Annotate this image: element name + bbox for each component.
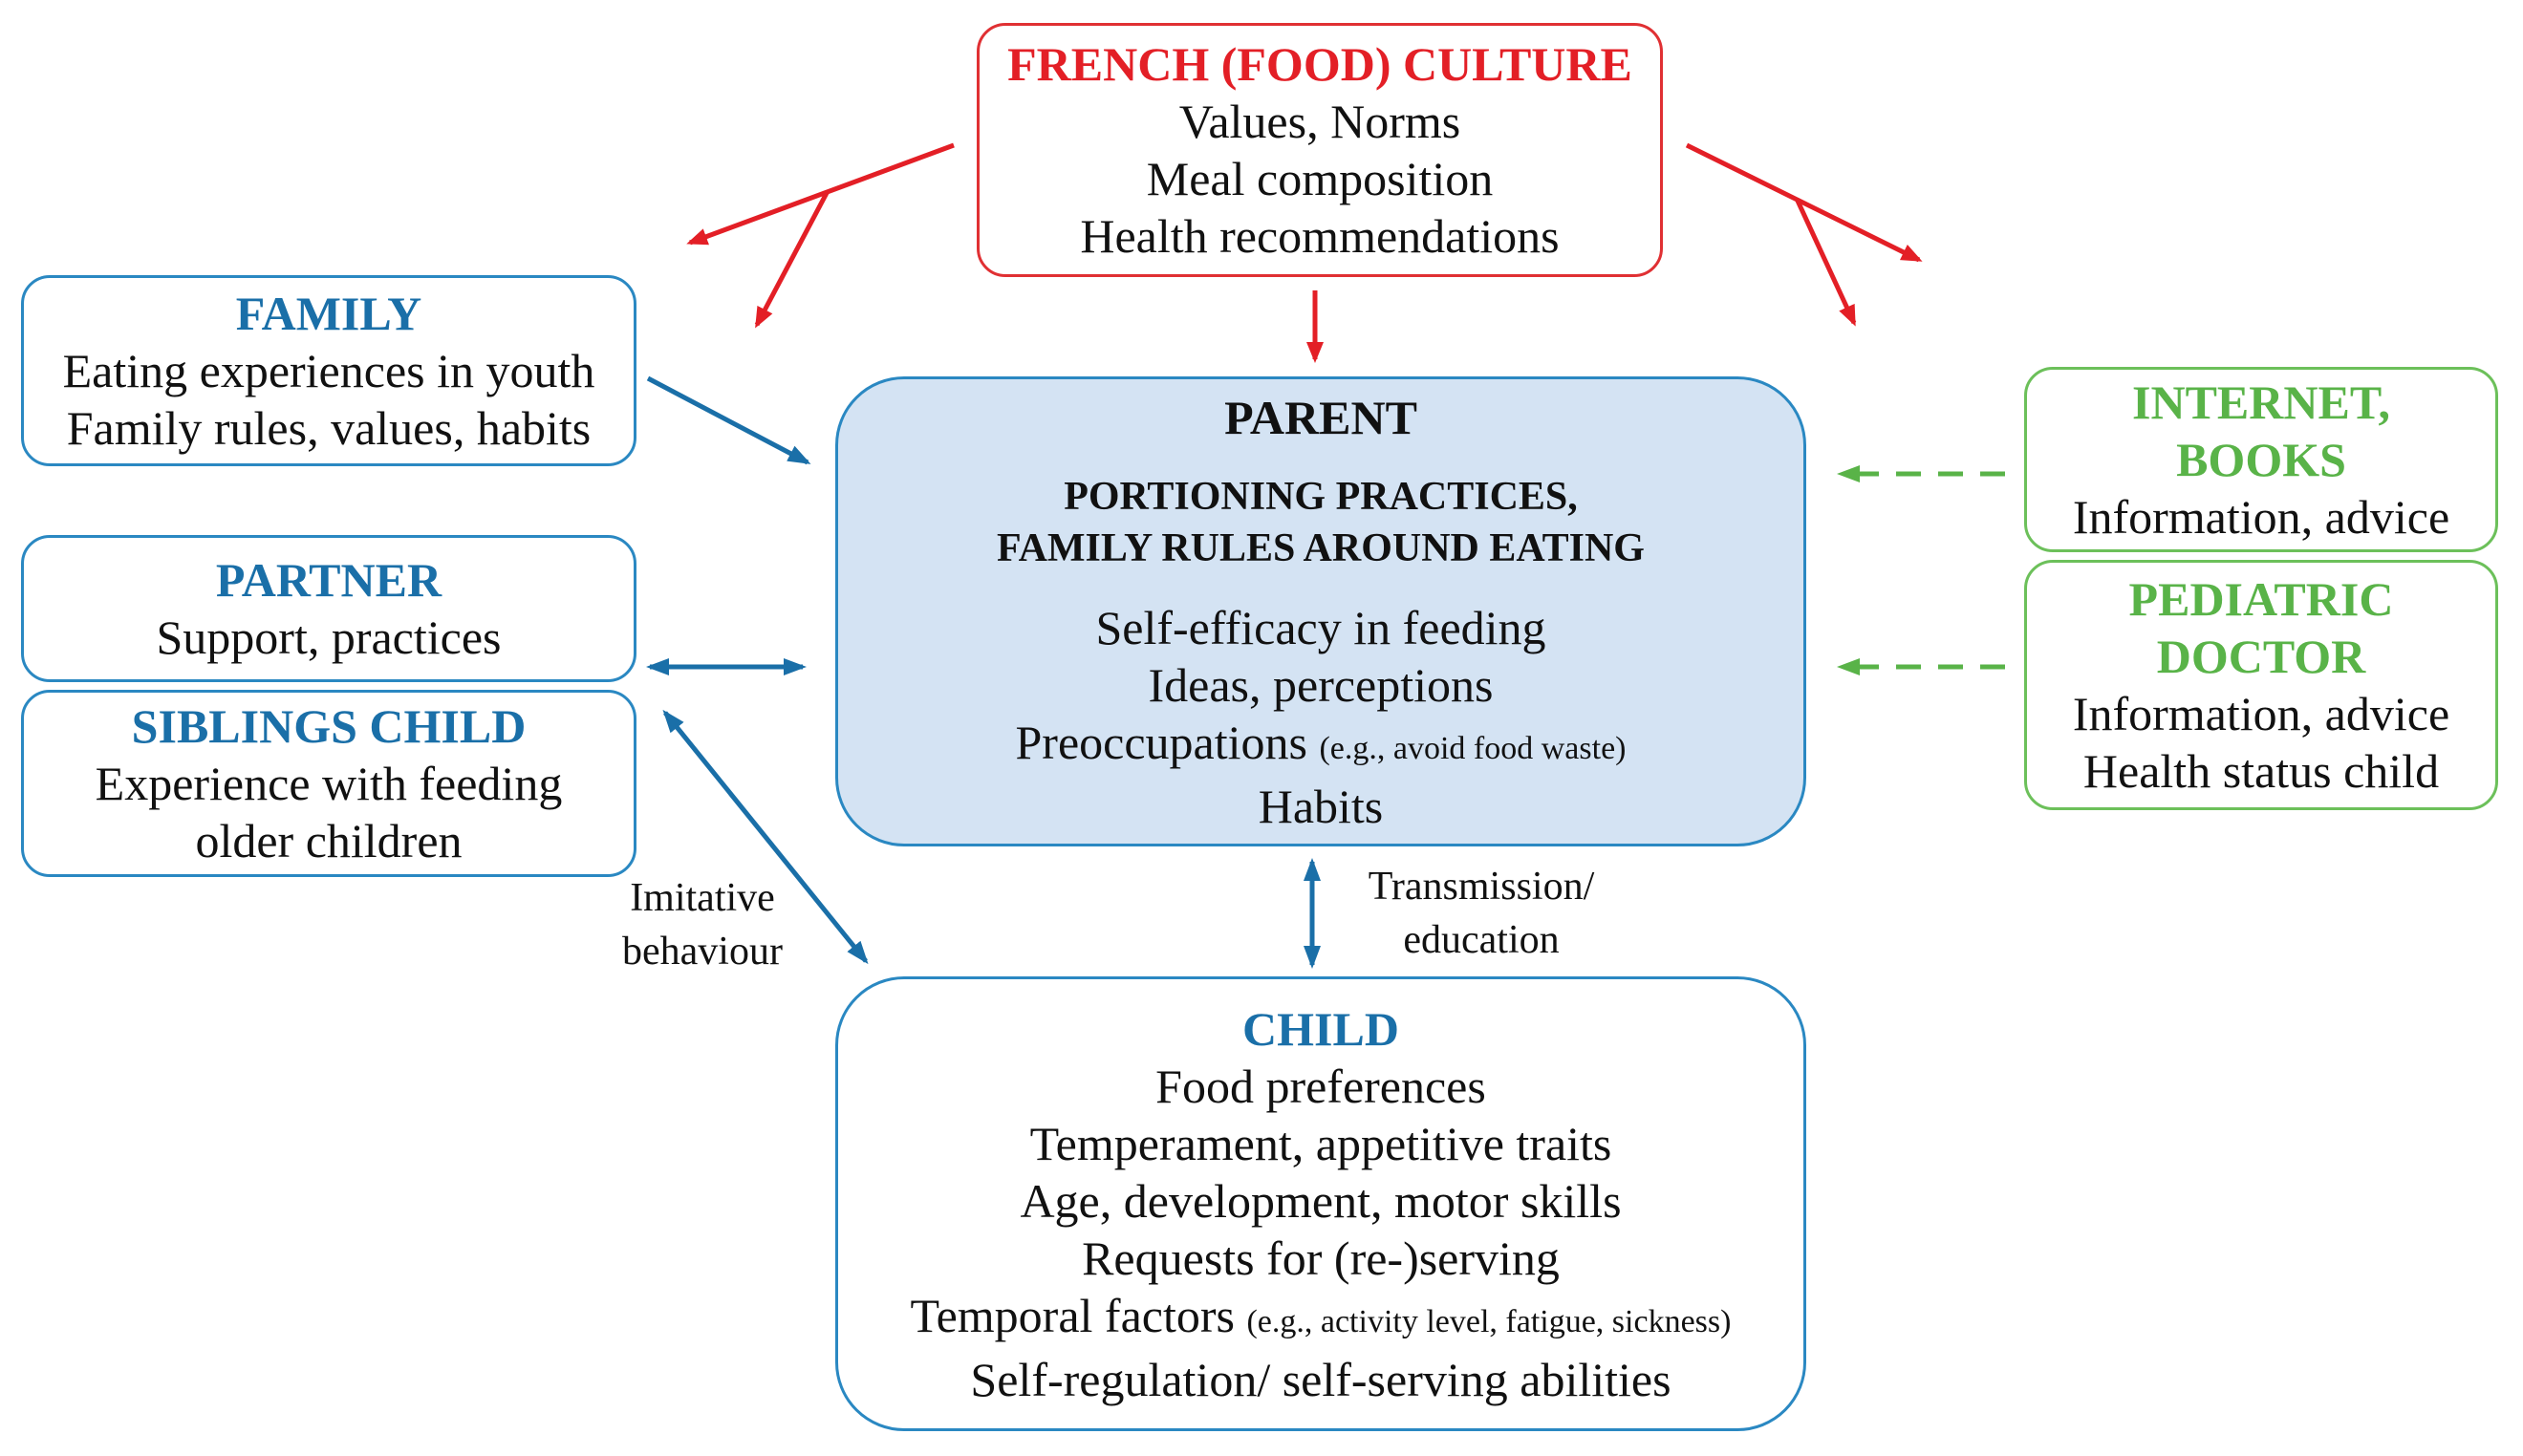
preoccupations-label: Preoccupations [1015, 715, 1307, 769]
family-to-parent-arrow [646, 375, 811, 465]
child-title: CHILD [1242, 1001, 1399, 1056]
child-line: Self-regulation/ self-serving abilities [970, 1352, 1671, 1406]
transmission-label-line: Transmission/ [1368, 865, 1595, 909]
internet-books-box: INTERNET, BOOKS Information, advice [2024, 367, 2498, 552]
family-title: FAMILY [235, 287, 422, 340]
doctor-line: Health status child [2082, 744, 2440, 798]
imitative-label-line: behaviour [622, 930, 783, 974]
child-box: CHILD Food preferences Temperament, appe… [835, 976, 1806, 1431]
portioning-practices-line: FAMILY RULES AROUND EATING [997, 525, 1645, 570]
doctor-title-line: PEDIATRIC [2128, 572, 2394, 626]
culture-line: Values, Norms [1178, 95, 1461, 148]
culture-title: FRENCH (FOOD) CULTURE [1007, 37, 1632, 91]
parent-preoccupations-line: Preoccupations (e.g., avoid food waste) [1016, 714, 1627, 778]
temporal-note: (e.g., activity level, fatigue, sickness… [1246, 1303, 1732, 1339]
child-line: Requests for (re-)serving [1082, 1231, 1560, 1285]
internet-title-line: BOOKS [2176, 433, 2346, 486]
culture-right-fork-arrow [1685, 142, 1923, 327]
parent-line: Ideas, perceptions [1148, 657, 1494, 712]
child-line: Food preferences [1155, 1059, 1486, 1113]
imitative-behaviour-label: Imitative behaviour [593, 871, 812, 978]
family-box: FAMILY Eating experiences in youth Famil… [21, 275, 636, 466]
siblings-child-double-arrow [662, 709, 869, 965]
culture-line: Health recommendations [1080, 209, 1560, 263]
pediatric-doctor-box: PEDIATRIC DOCTOR Information, advice Hea… [2024, 560, 2498, 810]
siblings-child-box: SIBLINGS CHILD Experience with feeding o… [21, 690, 636, 877]
doctor-line: Information, advice [2072, 687, 2450, 740]
imitative-label-line: Imitative [630, 876, 775, 920]
siblings-line: Experience with feeding [95, 757, 563, 810]
family-line: Family rules, values, habits [66, 401, 592, 455]
child-temporal-line: Temporal factors (e.g., activity level, … [911, 1287, 1732, 1351]
doctor-title-line: DOCTOR [2156, 630, 2366, 683]
culture-line: Meal composition [1146, 152, 1494, 205]
partner-title: PARTNER [215, 553, 442, 607]
culture-left-fork-arrow [686, 142, 955, 329]
temporal-label: Temporal factors [910, 1288, 1235, 1342]
partner-line: Support, practices [156, 610, 502, 664]
transmission-label-line: education [1403, 918, 1560, 962]
family-line: Eating experiences in youth [62, 344, 595, 397]
parent-box: PARENT PORTIONING PRACTICES, FAMILY RULE… [835, 376, 1806, 846]
child-line: Age, development, motor skills [1020, 1173, 1622, 1228]
siblings-line: older children [195, 814, 463, 867]
portioning-practices-line: PORTIONING PRACTICES, [1064, 474, 1578, 519]
siblings-title: SIBLINGS CHILD [131, 699, 527, 753]
internet-line: Information, advice [2072, 490, 2450, 544]
transmission-education-label: Transmission/ education [1348, 860, 1615, 967]
parent-line: Self-efficacy in feeding [1095, 600, 1546, 654]
parent-habits-line: Habits [1258, 779, 1384, 833]
parent-title: PARENT [1224, 390, 1417, 444]
child-line: Temperament, appetitive traits [1029, 1116, 1612, 1170]
internet-title-line: INTERNET, [2132, 375, 2390, 429]
preoccupations-note: (e.g., avoid food waste) [1319, 730, 1627, 766]
french-food-culture-box: FRENCH (FOOD) CULTURE Values, Norms Meal… [977, 23, 1663, 277]
partner-box: PARTNER Support, practices [21, 535, 636, 682]
